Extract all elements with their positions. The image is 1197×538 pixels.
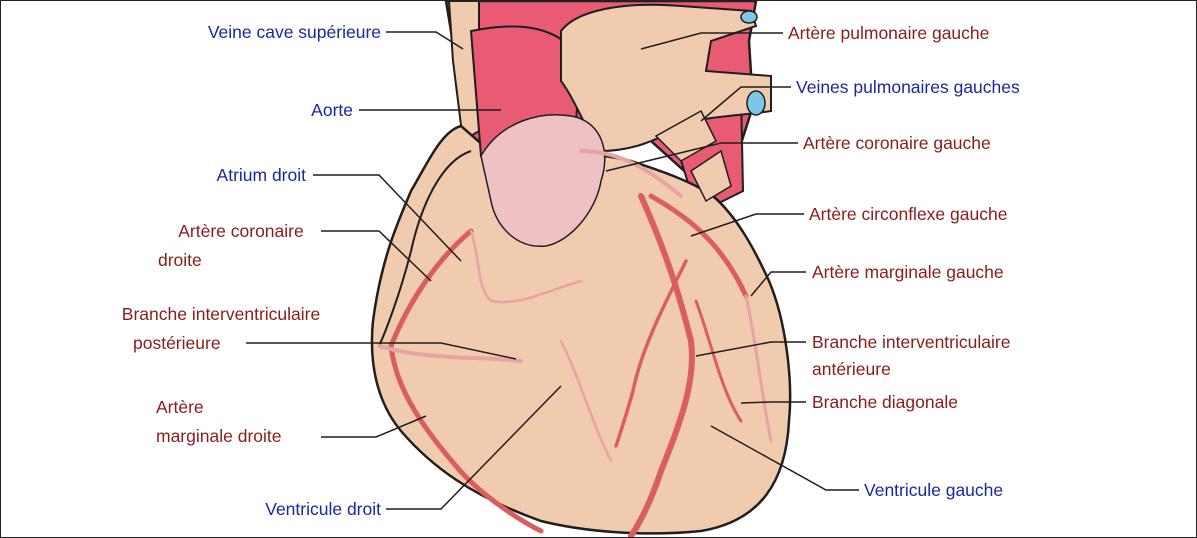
label-artere-marginale-droite-line2: marginale droite <box>156 426 321 447</box>
label-aorte: Aorte <box>241 100 353 121</box>
pulmonary-vein-lumen <box>747 91 765 115</box>
label-artere-marginale-droite-line1: Artère <box>156 397 236 418</box>
label-ventricule-droit: Ventricule droit <box>201 499 381 520</box>
label-artere-pulmonaire-gauche: Artère pulmonaire gauche <box>788 23 1088 44</box>
pulmonary-artery-lumen <box>741 11 757 23</box>
label-artere-coronaire-droite-line1: Artère coronaire <box>151 221 331 242</box>
label-veine-cave-superieure: Veine cave supérieure <box>141 22 381 43</box>
label-branche-iv-posterieure-line1: Branche interventriculaire <box>101 304 341 325</box>
label-artere-marginale-gauche: Artère marginale gauche <box>812 262 1112 283</box>
label-branche-diagonale: Branche diagonale <box>812 392 1062 413</box>
label-branche-iv-anterieure-line2: antérieure <box>812 359 1012 380</box>
label-branche-iv-posterieure-line2: postérieure <box>133 333 253 354</box>
label-artere-circonflexe-gauche: Artère circonflexe gauche <box>809 204 1109 225</box>
label-veines-pulmonaires-gauches: Veines pulmonaires gauches <box>796 77 1096 98</box>
label-ventricule-gauche: Ventricule gauche <box>864 480 1084 501</box>
label-artere-coronaire-gauche: Artère coronaire gauche <box>803 133 1103 154</box>
label-branche-iv-anterieure-line1: Branche interventriculaire <box>812 332 1112 353</box>
label-atrium-droit: Atrium droit <box>151 165 306 186</box>
label-artere-coronaire-droite-line2: droite <box>158 250 278 271</box>
